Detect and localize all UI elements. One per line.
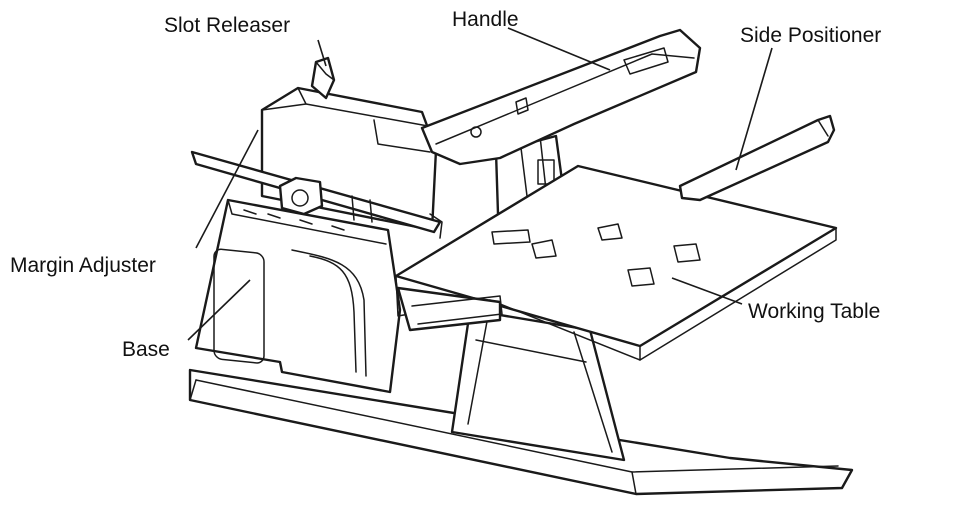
working-table [394, 164, 838, 361]
label-margin-adjuster: Margin Adjuster [10, 254, 156, 277]
label-handle: Handle [452, 8, 519, 31]
label-slot-releaser: Slot Releaser [164, 14, 290, 37]
label-side-positioner: Side Positioner [740, 24, 881, 47]
label-base: Base [122, 338, 170, 361]
leader-base [187, 279, 251, 341]
leader-side-positioner [735, 47, 773, 171]
leader-working-table [671, 277, 743, 305]
leader-handle [507, 27, 611, 71]
label-working-table: Working Table [748, 300, 880, 323]
leader-margin-adjuster [195, 129, 259, 249]
base-body [194, 198, 402, 394]
leader-slot-releaser [317, 39, 327, 67]
margin-adjuster-rod [190, 150, 443, 239]
side-positioner [678, 114, 836, 202]
slot-releaser [310, 56, 336, 100]
handle [420, 28, 702, 166]
